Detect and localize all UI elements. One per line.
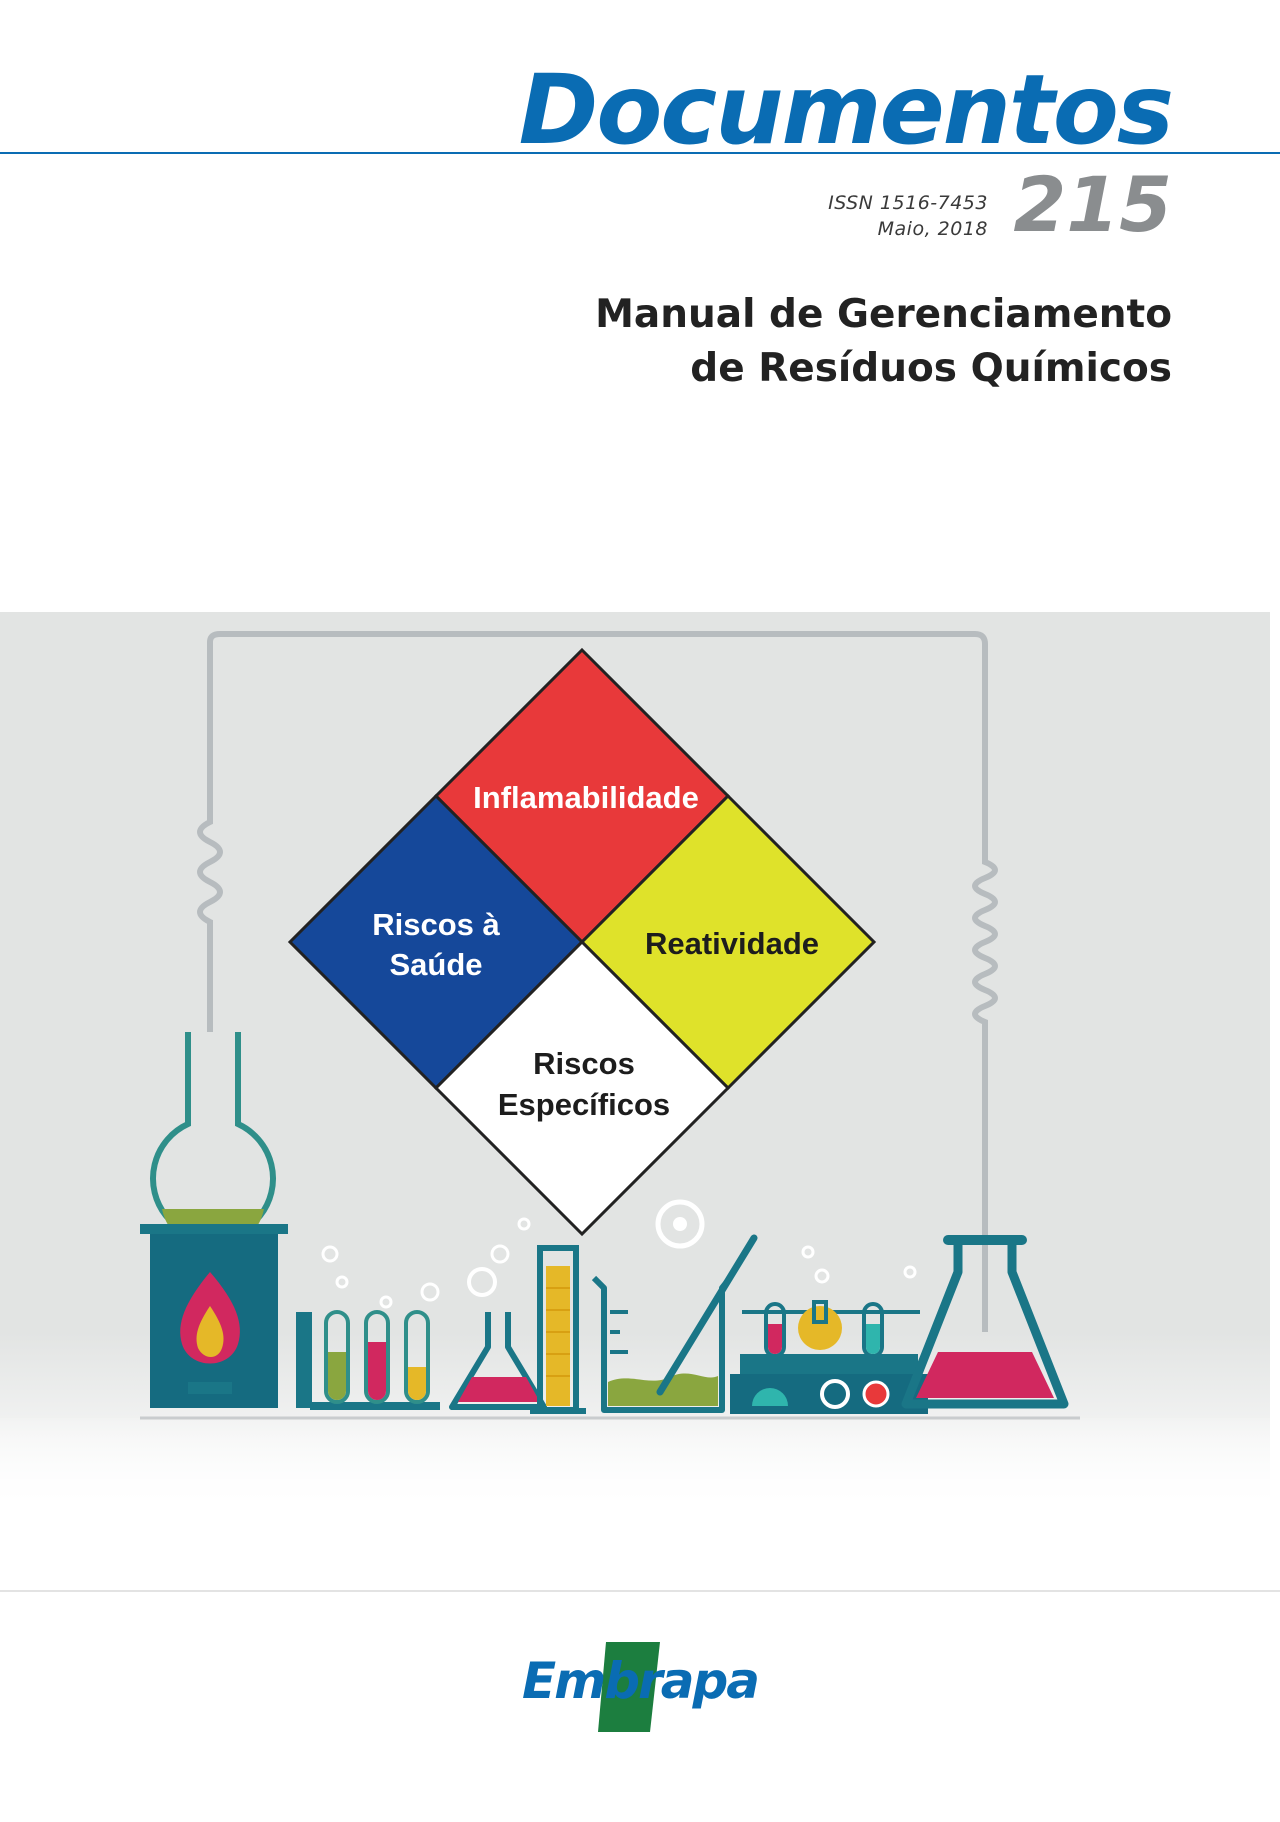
- title-line-2: de Resíduos Químicos: [690, 346, 1172, 391]
- label-health-line-1: Riscos à: [372, 907, 500, 942]
- title-line-1: Manual de Gerenciamento: [595, 292, 1172, 337]
- logo-green-block: [598, 1642, 660, 1732]
- laboratory-glassware-illustration: Inflamabilidade Riscos à Saúde Reativida…: [0, 612, 1270, 1512]
- hazard-diamond: Inflamabilidade Riscos à Saúde Reativida…: [287, 647, 877, 1237]
- diamond-specific: [433, 939, 731, 1237]
- publication-date: Maio, 2018: [877, 218, 988, 240]
- erlenmeyer-flask-large: [901, 1235, 1069, 1409]
- logo-text: Embrapa: [522, 1652, 758, 1710]
- graduated-cylinder: [530, 1245, 586, 1414]
- tubing: [197, 631, 998, 1332]
- header-rule: [0, 152, 1280, 154]
- embrapa-logo: Embrapa: [522, 1642, 760, 1732]
- label-flammability: Inflamabilidade: [473, 780, 699, 815]
- erlenmeyer-flask-small: [449, 1217, 547, 1410]
- label-specific-line-2: Específicos: [498, 1087, 670, 1122]
- issn: ISSN 1516-7453: [828, 192, 988, 214]
- label-health-line-2: Saúde: [389, 947, 482, 982]
- label-reactivity: Reatividade: [645, 926, 819, 961]
- publication-meta: ISSN 1516-7453 Maio, 2018: [828, 190, 988, 242]
- footer-rule: [0, 1590, 1280, 1592]
- test-tube-rack: [296, 1245, 440, 1410]
- floor-reflection: [0, 1418, 1270, 1512]
- hot-plate: [730, 1245, 928, 1414]
- document-number: 215: [1013, 160, 1172, 249]
- series-title: Documentos: [518, 54, 1174, 166]
- burner: [140, 1224, 288, 1408]
- label-specific-line-1: Riscos: [533, 1046, 635, 1081]
- document-title: Manual de Gerenciamento de Resíduos Quím…: [595, 288, 1172, 396]
- beaker: [591, 1199, 758, 1413]
